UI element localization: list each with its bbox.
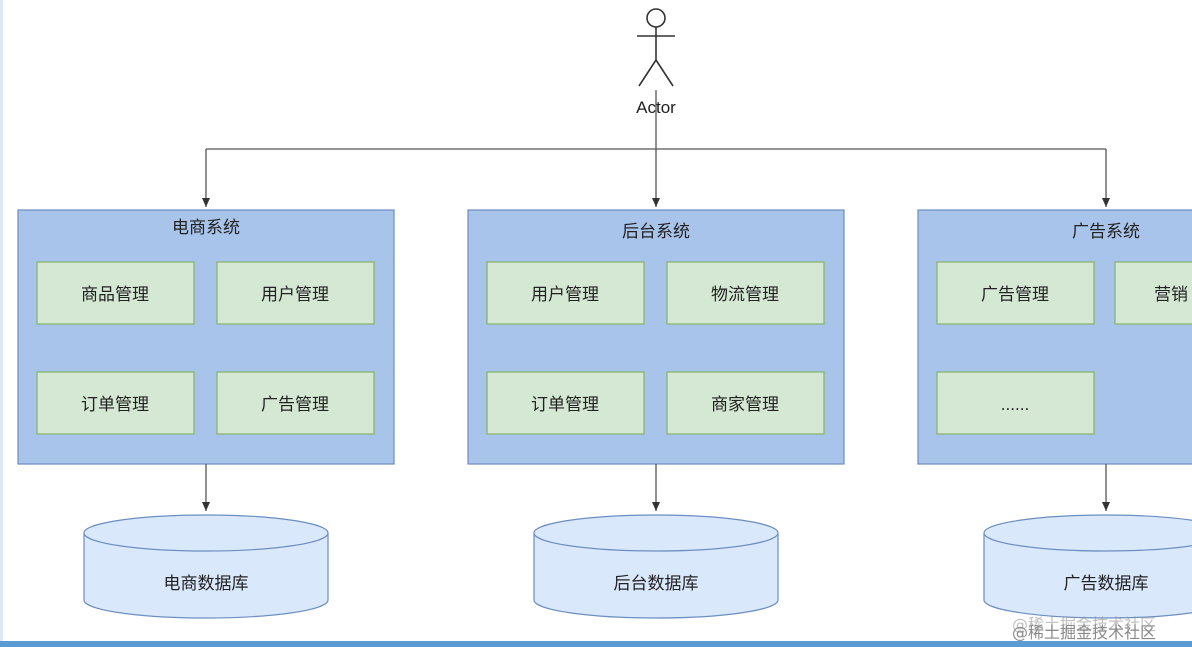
module-box xyxy=(936,371,1095,435)
database-label: 广告数据库 xyxy=(1064,574,1149,594)
module-label: ...... xyxy=(1001,396,1030,414)
database-icon xyxy=(983,514,1192,619)
module-box xyxy=(36,371,195,435)
module-label: 营销 xyxy=(1154,285,1188,305)
database-label: 电商数据库 xyxy=(164,574,249,594)
module-label: 商家管理 xyxy=(711,395,779,415)
database-label: 后台数据库 xyxy=(614,574,699,594)
system-backend: 后台系统 用户管理 物流管理 订单管理 商家管理 后台数据库 xyxy=(467,209,845,619)
module-label: 用户管理 xyxy=(531,285,599,305)
watermark: @稀土掘金技术社区 xyxy=(1012,623,1157,642)
module-label: 订单管理 xyxy=(531,395,599,415)
module-label: 物流管理 xyxy=(711,285,779,305)
module-label: 商品管理 xyxy=(81,285,149,305)
database-icon xyxy=(533,514,779,619)
module-box xyxy=(36,261,195,325)
module-box xyxy=(216,371,375,435)
module-box xyxy=(216,261,375,325)
module-label: 用户管理 xyxy=(261,285,329,305)
system-advertising: 广告系统 广告管理 营销 ...... 广告数据库 xyxy=(917,209,1192,619)
module-label: 广告管理 xyxy=(981,285,1049,305)
system-ecommerce: 电商系统 商品管理 用户管理 订单管理 广告管理 电商数据库 xyxy=(17,209,395,619)
module-box xyxy=(486,261,645,325)
module-label: 订单管理 xyxy=(81,395,149,415)
database-icon xyxy=(83,514,329,619)
system-title: 电商系统 xyxy=(172,218,240,238)
module-box xyxy=(666,371,825,435)
left-edge xyxy=(0,0,3,641)
module-box xyxy=(486,371,645,435)
module-box xyxy=(1114,261,1192,325)
system-title: 后台系统 xyxy=(622,222,690,242)
module-box xyxy=(666,261,825,325)
system-title: 广告系统 xyxy=(1072,222,1140,242)
actor-connectors xyxy=(202,90,1110,207)
bottom-border xyxy=(0,641,1192,647)
module-label: 广告管理 xyxy=(261,395,329,415)
module-box xyxy=(936,261,1095,325)
actor-icon xyxy=(637,8,675,87)
